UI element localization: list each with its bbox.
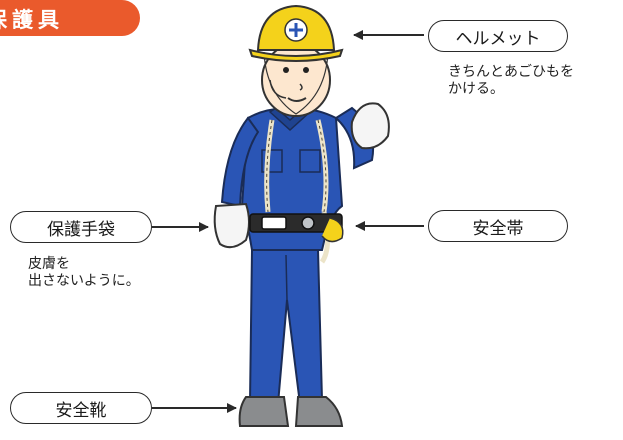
label-gloves-text: 保護手袋 <box>47 219 115 240</box>
label-boots-text: 安全靴 <box>55 400 107 421</box>
left-boot <box>238 396 290 427</box>
right-boot <box>294 396 344 427</box>
section-badge: 保護具 <box>0 0 140 36</box>
note-gloves: 皮膚を 出さないように。 <box>28 256 140 289</box>
section-title: 保護具 <box>0 8 64 32</box>
label-helmet: ヘルメット <box>428 20 568 52</box>
belt-buckle <box>261 216 287 230</box>
note-helmet: きちんとあごひもを かける。 <box>448 64 574 97</box>
left-glove <box>213 202 250 249</box>
label-gloves: 保護手袋 <box>10 211 152 243</box>
label-harness-text: 安全帯 <box>472 218 524 239</box>
right-glove <box>350 102 390 150</box>
label-boots: 安全靴 <box>10 392 152 424</box>
label-harness: 安全帯 <box>428 210 568 242</box>
label-helmet-text: ヘルメット <box>455 28 541 49</box>
